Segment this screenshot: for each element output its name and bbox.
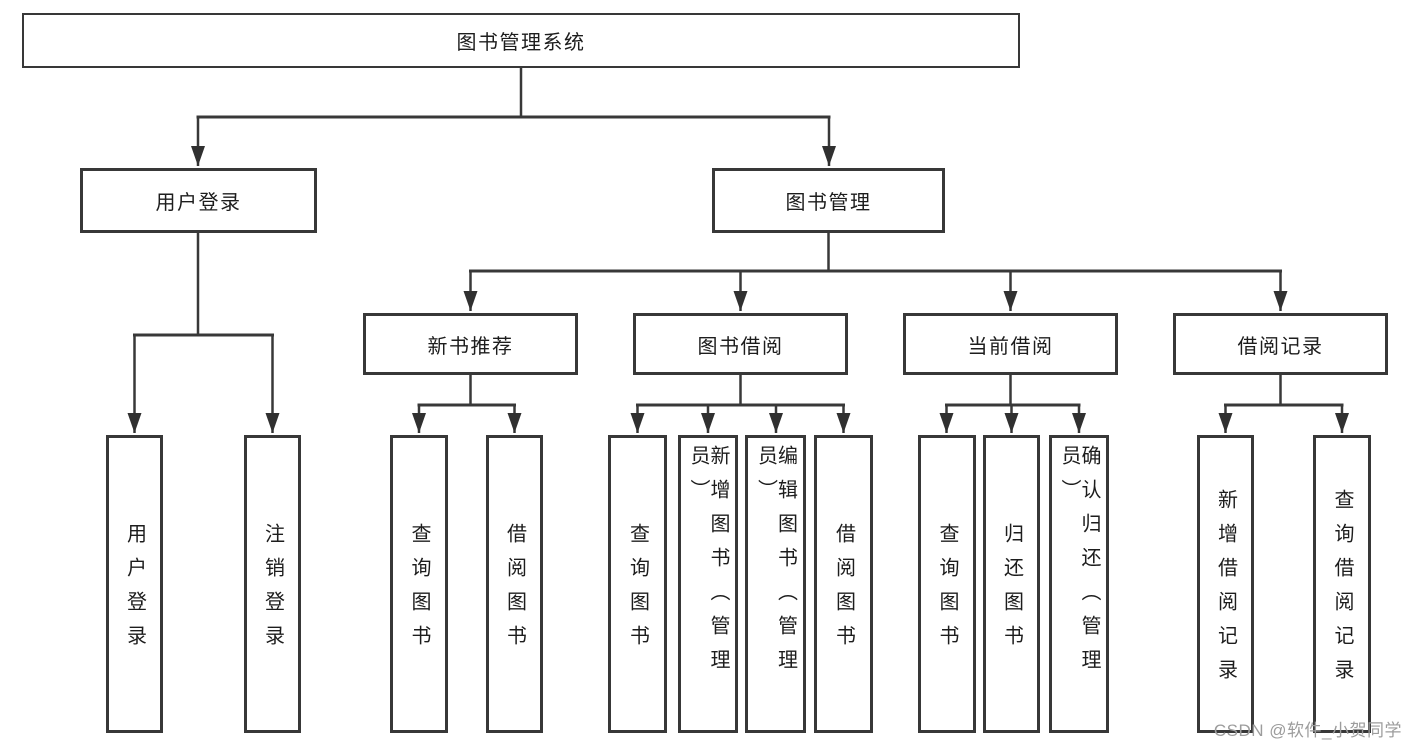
node-label: 查询借阅记录 xyxy=(1331,489,1353,693)
node-label: 图书管理 xyxy=(785,192,872,214)
node-label: 新增图书（管理员） xyxy=(687,445,729,683)
leaf-add-book-admin: 新增图书（管理员） xyxy=(678,435,738,733)
leaf-add-borrow-record: 新增借阅记录 xyxy=(1197,435,1254,733)
node-label: 注销登录 xyxy=(261,523,284,659)
leaf-return-book: 归还图书 xyxy=(983,435,1040,733)
node-borrowing-records: 借阅记录 xyxy=(1173,313,1388,375)
leaf-query-books-borrowing: 查询图书 xyxy=(608,435,667,733)
leaf-query-books-newbooks: 查询图书 xyxy=(390,435,448,733)
node-label: 查询图书 xyxy=(408,523,430,659)
node-label: 确认归还（管理员） xyxy=(1058,445,1100,683)
node-label: 借阅图书 xyxy=(832,523,855,659)
node-label: 当前借阅 xyxy=(967,335,1054,358)
node-label: 借阅图书 xyxy=(503,523,526,659)
leaf-query-borrow-record: 查询借阅记录 xyxy=(1313,435,1371,733)
node-label: 用户登录 xyxy=(123,523,146,659)
node-label: 图书管理系统 xyxy=(456,32,586,54)
node-label: 新书推荐 xyxy=(427,335,514,358)
leaf-user-login: 用户登录 xyxy=(106,435,163,733)
leaf-edit-book-admin: 编辑图书（管理员） xyxy=(745,435,806,733)
node-new-book-recommend: 新书推荐 xyxy=(363,313,578,375)
node-label: 查询图书 xyxy=(626,523,649,659)
node-label: 查询图书 xyxy=(936,523,958,659)
node-label: 借阅记录 xyxy=(1237,335,1324,358)
leaf-borrow-books-borrowing: 借阅图书 xyxy=(814,435,873,733)
node-label: 用户登录 xyxy=(155,192,242,214)
node-label: 归还图书 xyxy=(1000,523,1023,659)
watermark: CSDN @软件_小贺同学 xyxy=(1213,721,1402,740)
node-label: 新增借阅记录 xyxy=(1214,489,1237,693)
node-label: 编辑图书（管理员） xyxy=(754,445,797,683)
leaf-logout-login: 注销登录 xyxy=(244,435,301,733)
leaf-query-books-current: 查询图书 xyxy=(918,435,976,733)
node-book-borrowing: 图书借阅 xyxy=(633,313,848,375)
node-label: 图书借阅 xyxy=(697,335,784,358)
node-user-login: 用户登录 xyxy=(80,168,317,233)
node-book-management: 图书管理 xyxy=(712,168,945,233)
leaf-borrow-books-newbooks: 借阅图书 xyxy=(486,435,543,733)
leaf-confirm-return-admin: 确认归还（管理员） xyxy=(1049,435,1109,733)
node-current-borrowing: 当前借阅 xyxy=(903,313,1118,375)
node-library-management-system: 图书管理系统 xyxy=(22,13,1020,68)
